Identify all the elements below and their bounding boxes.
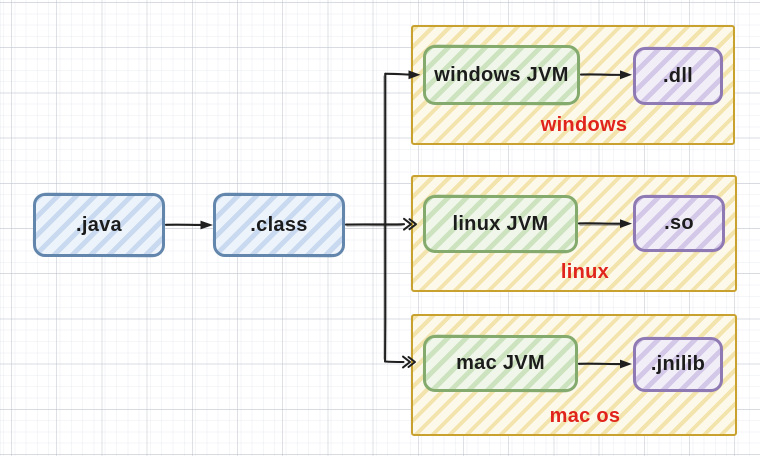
node-so: .so <box>633 195 725 252</box>
arrow-linux-jvm-to-so <box>577 219 632 228</box>
node-dll: .dll <box>633 47 723 105</box>
node-linux-jvm-label: linux JVM <box>452 212 549 235</box>
node-mac-jvm-label: mac JVM <box>456 352 545 374</box>
node-class-label: .class <box>250 213 308 236</box>
node-java-label: .java <box>76 213 122 236</box>
node-jnilib: .jnilib <box>633 337 723 392</box>
node-so-label: .so <box>664 212 694 234</box>
arrow-class-to-linux-jvm <box>344 217 417 231</box>
node-linux-jvm: linux JVM <box>423 195 578 253</box>
arrow-branch-to-windows-jvm <box>384 70 421 80</box>
node-mac-jvm: mac JVM <box>423 335 578 392</box>
node-class: .class <box>213 193 345 257</box>
arrow-branch-trunk <box>383 72 387 363</box>
node-java: .java <box>33 193 165 257</box>
node-windows-jvm-label: windows JVM <box>434 63 569 86</box>
arrow-windows-jvm-to-dll <box>579 70 632 80</box>
arrow-java-to-class <box>164 220 213 230</box>
node-windows-jvm: windows JVM <box>423 45 580 105</box>
group-windows-label: windows <box>540 114 628 136</box>
group-linux-label: linux <box>560 261 610 283</box>
arrow-branch-to-mac-jvm <box>384 355 416 369</box>
node-jnilib-label: .jnilib <box>650 353 706 375</box>
group-mac-os-label: mac os <box>549 405 621 427</box>
arrow-mac-jvm-to-jnilib <box>577 359 632 369</box>
node-dll-label: .dll <box>662 64 694 87</box>
